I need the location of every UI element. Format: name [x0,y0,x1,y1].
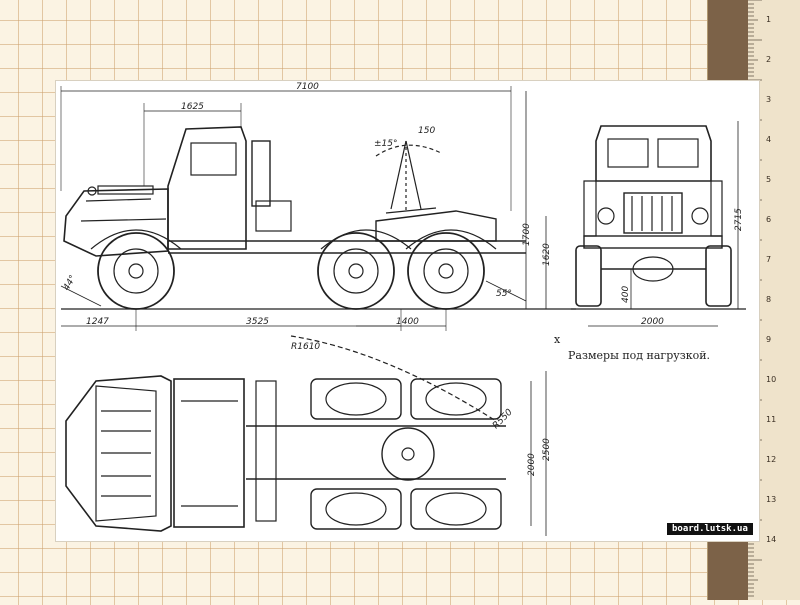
dim-turning-radius: R1610 [291,342,320,352]
truck-blueprint: 7100 1625 1247 3525 1400 1620 1700 2715 … [60,82,746,536]
ruler-number: 9 [766,335,771,344]
front-view [571,121,746,327]
dim-ground-clearance: 400 [621,286,631,303]
ruler-number: 13 [766,495,776,504]
dim-swing-radius: R550 [491,407,515,431]
ruler-number: 7 [766,255,771,264]
ruler-number: 11 [766,415,776,424]
top-view [65,335,547,536]
dim-frame-width: 2000 [527,453,537,476]
ruler-number: 4 [766,135,771,144]
side-view [60,86,576,331]
dim-full-height: 2715 [734,208,744,231]
dim-overall-length: 7100 [296,82,319,92]
dim-approach-angle: 44° [62,274,79,293]
ruler-number: 1 [766,15,771,24]
dim-overall-width: 2500 [542,438,552,461]
dim-tilt-offset: 150 [418,126,435,136]
dim-fifth-wheel-height: 1620 [542,243,552,266]
ruler-number: 10 [766,375,776,384]
ruler-number: 6 [766,215,771,224]
ruler-number: 3 [766,95,771,104]
dim-front-overhang: 1247 [86,317,109,327]
ruler-number: 12 [766,455,776,464]
dim-track-width: 2000 [641,317,664,327]
ruler-number: 2 [766,55,771,64]
dim-cab-length: 1625 [181,102,204,112]
dim-departure-angle: 55° [496,289,512,299]
ruler-number: 8 [766,295,771,304]
watermark: board.lutsk.ua [667,523,753,535]
note-text: Размеры под нагрузкой. [568,349,710,362]
note-marker: x [554,333,561,346]
dim-bogie-spacing: 1400 [396,317,419,327]
technical-drawing: 7100 1625 1247 3525 1400 1620 1700 2715 … [55,80,760,542]
ruler-number: 14 [766,535,776,544]
dim-total-height: 1700 [522,223,532,246]
ruler-number: 5 [766,175,771,184]
dim-wheelbase: 3525 [246,317,269,327]
dim-tilt-angle: ±15° [374,139,398,149]
